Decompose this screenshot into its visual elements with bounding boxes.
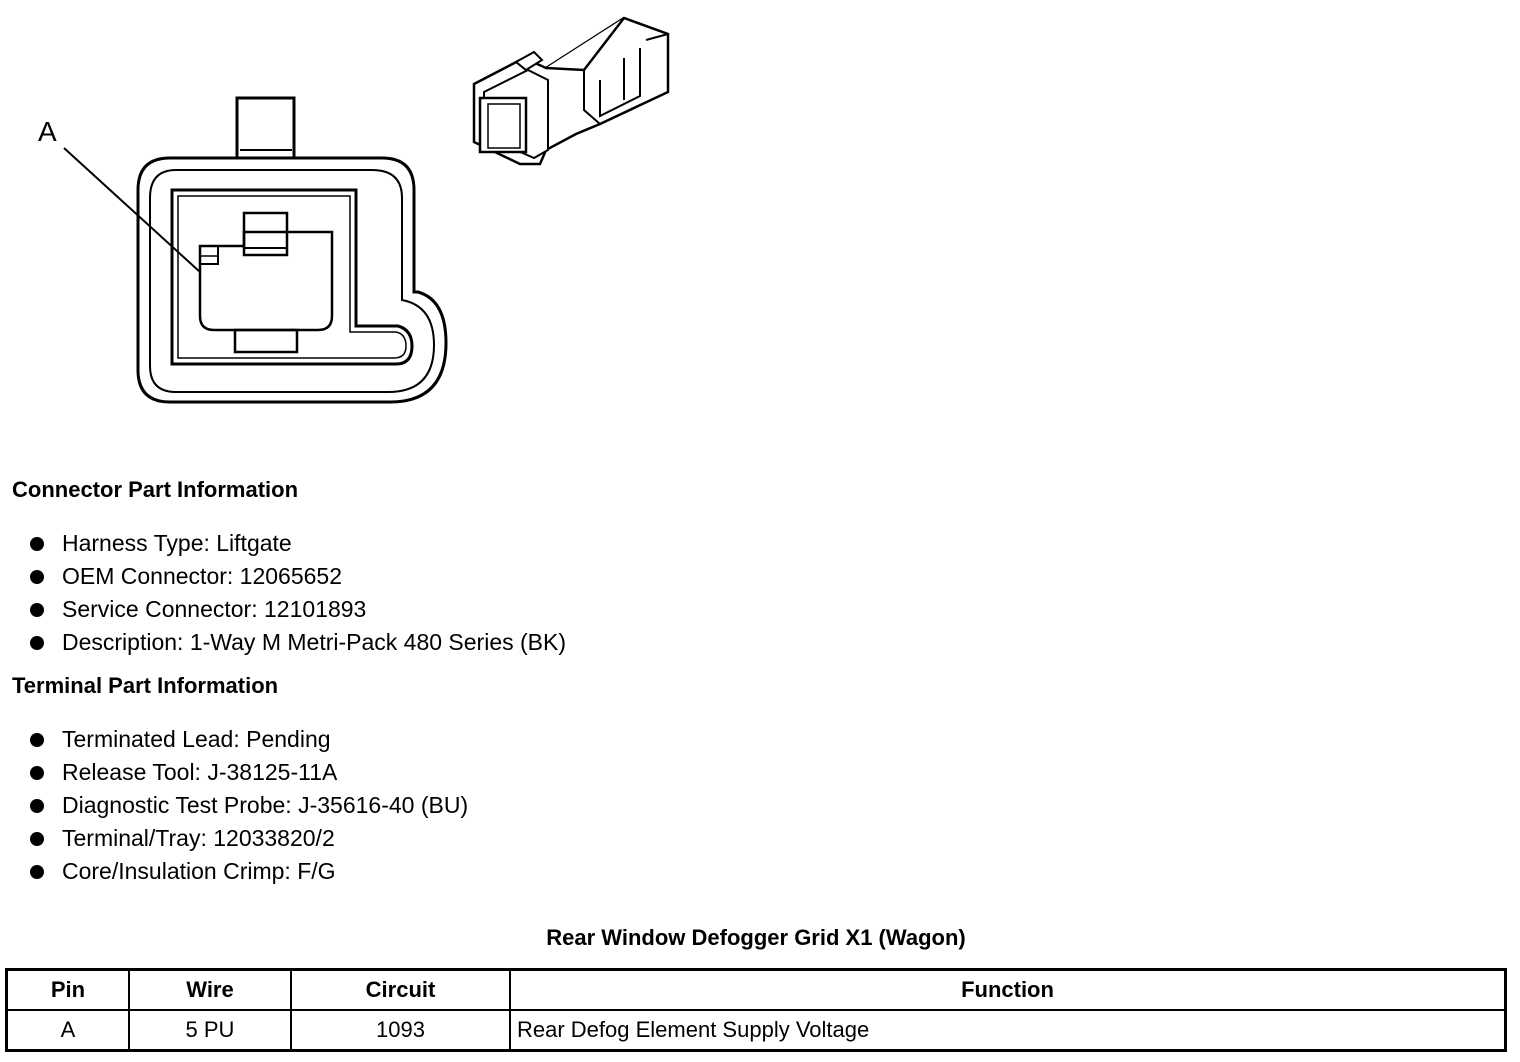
bullet-icon [30,766,44,780]
bullet-icon [30,570,44,584]
callout-label-a: A [38,116,57,147]
list-item: Diagnostic Test Probe: J-35616-40 (BU) [28,789,468,822]
table-row: A 5 PU 1093 Rear Defog Element Supply Vo… [5,1009,1507,1052]
bullet-icon [30,733,44,747]
connector-diagram [63,16,670,404]
bullet-icon [30,537,44,551]
header-wire: Wire [128,968,292,1011]
table-header-row: Pin Wire Circuit Function [5,968,1507,1011]
cell-pin: A [5,1009,130,1052]
list-item: Service Connector: 12101893 [28,593,566,626]
list-item: Core/Insulation Crimp: F/G [28,855,468,888]
table-title: Rear Window Defogger Grid X1 (Wagon) [546,925,966,950]
pinout-table: Pin Wire Circuit Function A 5 PU 1093 Re… [5,968,1507,1052]
list-item: OEM Connector: 12065652 [28,560,566,593]
list-item: Terminal/Tray: 12033820/2 [28,822,468,855]
connector-isometric-view [472,16,670,166]
list-item: Terminated Lead: Pending [28,723,468,756]
bullet-icon [30,603,44,617]
terminal-info-title: Terminal Part Information [12,673,279,698]
list-item: Description: 1-Way M Metri-Pack 480 Seri… [28,626,566,659]
cell-wire: 5 PU [128,1009,292,1052]
bullet-icon [30,799,44,813]
cell-circuit: 1093 [290,1009,511,1052]
terminal-info-list: Terminated Lead: Pending Release Tool: J… [28,723,468,888]
connector-info-title: Connector Part Information [12,477,299,502]
connector-info-list: Harness Type: Liftgate OEM Connector: 12… [28,527,566,659]
bullet-icon [30,865,44,879]
bullet-icon [30,636,44,650]
list-item: Release Tool: J-38125-11A [28,756,468,789]
header-pin: Pin [5,968,130,1011]
header-function: Function [509,968,1507,1011]
connector-face-view [63,96,448,404]
header-circuit: Circuit [290,968,511,1011]
bullet-icon [30,832,44,846]
list-item: Harness Type: Liftgate [28,527,566,560]
cell-function: Rear Defog Element Supply Voltage [509,1009,1507,1052]
